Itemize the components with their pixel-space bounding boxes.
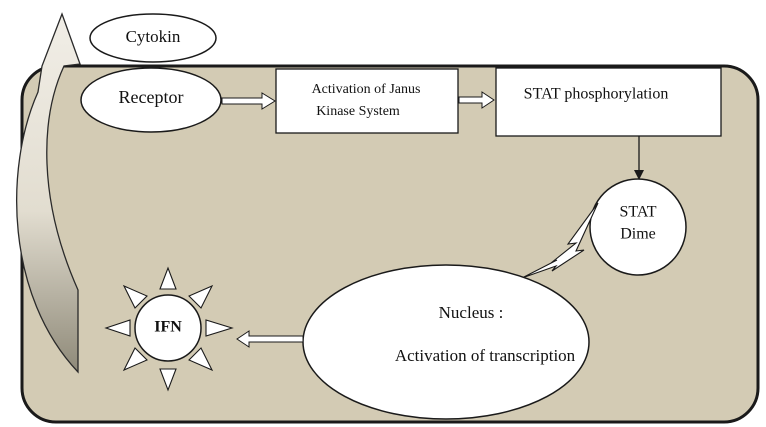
ifn-rays	[104, 266, 234, 392]
arrow-receptor-to-jak	[221, 92, 276, 110]
jak-activation-box	[275, 68, 459, 134]
ifn-ray-bottom	[159, 368, 177, 392]
feedback-curved-arrow	[16, 12, 81, 374]
arrow-stat-phos-to-dimer-head	[634, 170, 644, 180]
jak-label-line2: Kinase System	[316, 104, 400, 119]
nucleus-node	[302, 264, 590, 420]
cytokine-node	[89, 13, 217, 63]
stat-phosphorylation-label: STAT phosphorylation	[524, 86, 669, 103]
stat-dimer-node	[589, 178, 687, 276]
ifn-ray-left	[104, 319, 131, 337]
stat-dimer-label-line2: Dime	[620, 226, 656, 243]
arrow-nucleus-to-ifn	[236, 330, 304, 348]
ifn-ray-top	[159, 266, 177, 290]
ifn-ray-top-left	[122, 284, 148, 309]
transcription-label: Activation of transcription	[395, 346, 576, 365]
ifn-ray-bottom-right	[188, 347, 214, 372]
ifn-ray-bottom-left	[122, 347, 148, 372]
cytokine-label: Cytokin	[126, 27, 181, 46]
ifn-ray-right	[205, 319, 234, 337]
arrow-jak-to-stat-phos	[458, 91, 495, 109]
ifn-node	[134, 294, 202, 362]
stat-phosphorylation-box	[495, 67, 722, 137]
ifn-ray-top-right	[188, 284, 214, 309]
nucleus-label: Nucleus :	[439, 303, 504, 322]
jak-label-line1: Activation of Janus	[312, 82, 421, 97]
receptor-node	[80, 67, 222, 133]
receptor-label: Receptor	[119, 87, 184, 107]
ifn-label: IFN	[154, 319, 182, 336]
stat-dimer-label-line1: STAT	[620, 204, 657, 221]
